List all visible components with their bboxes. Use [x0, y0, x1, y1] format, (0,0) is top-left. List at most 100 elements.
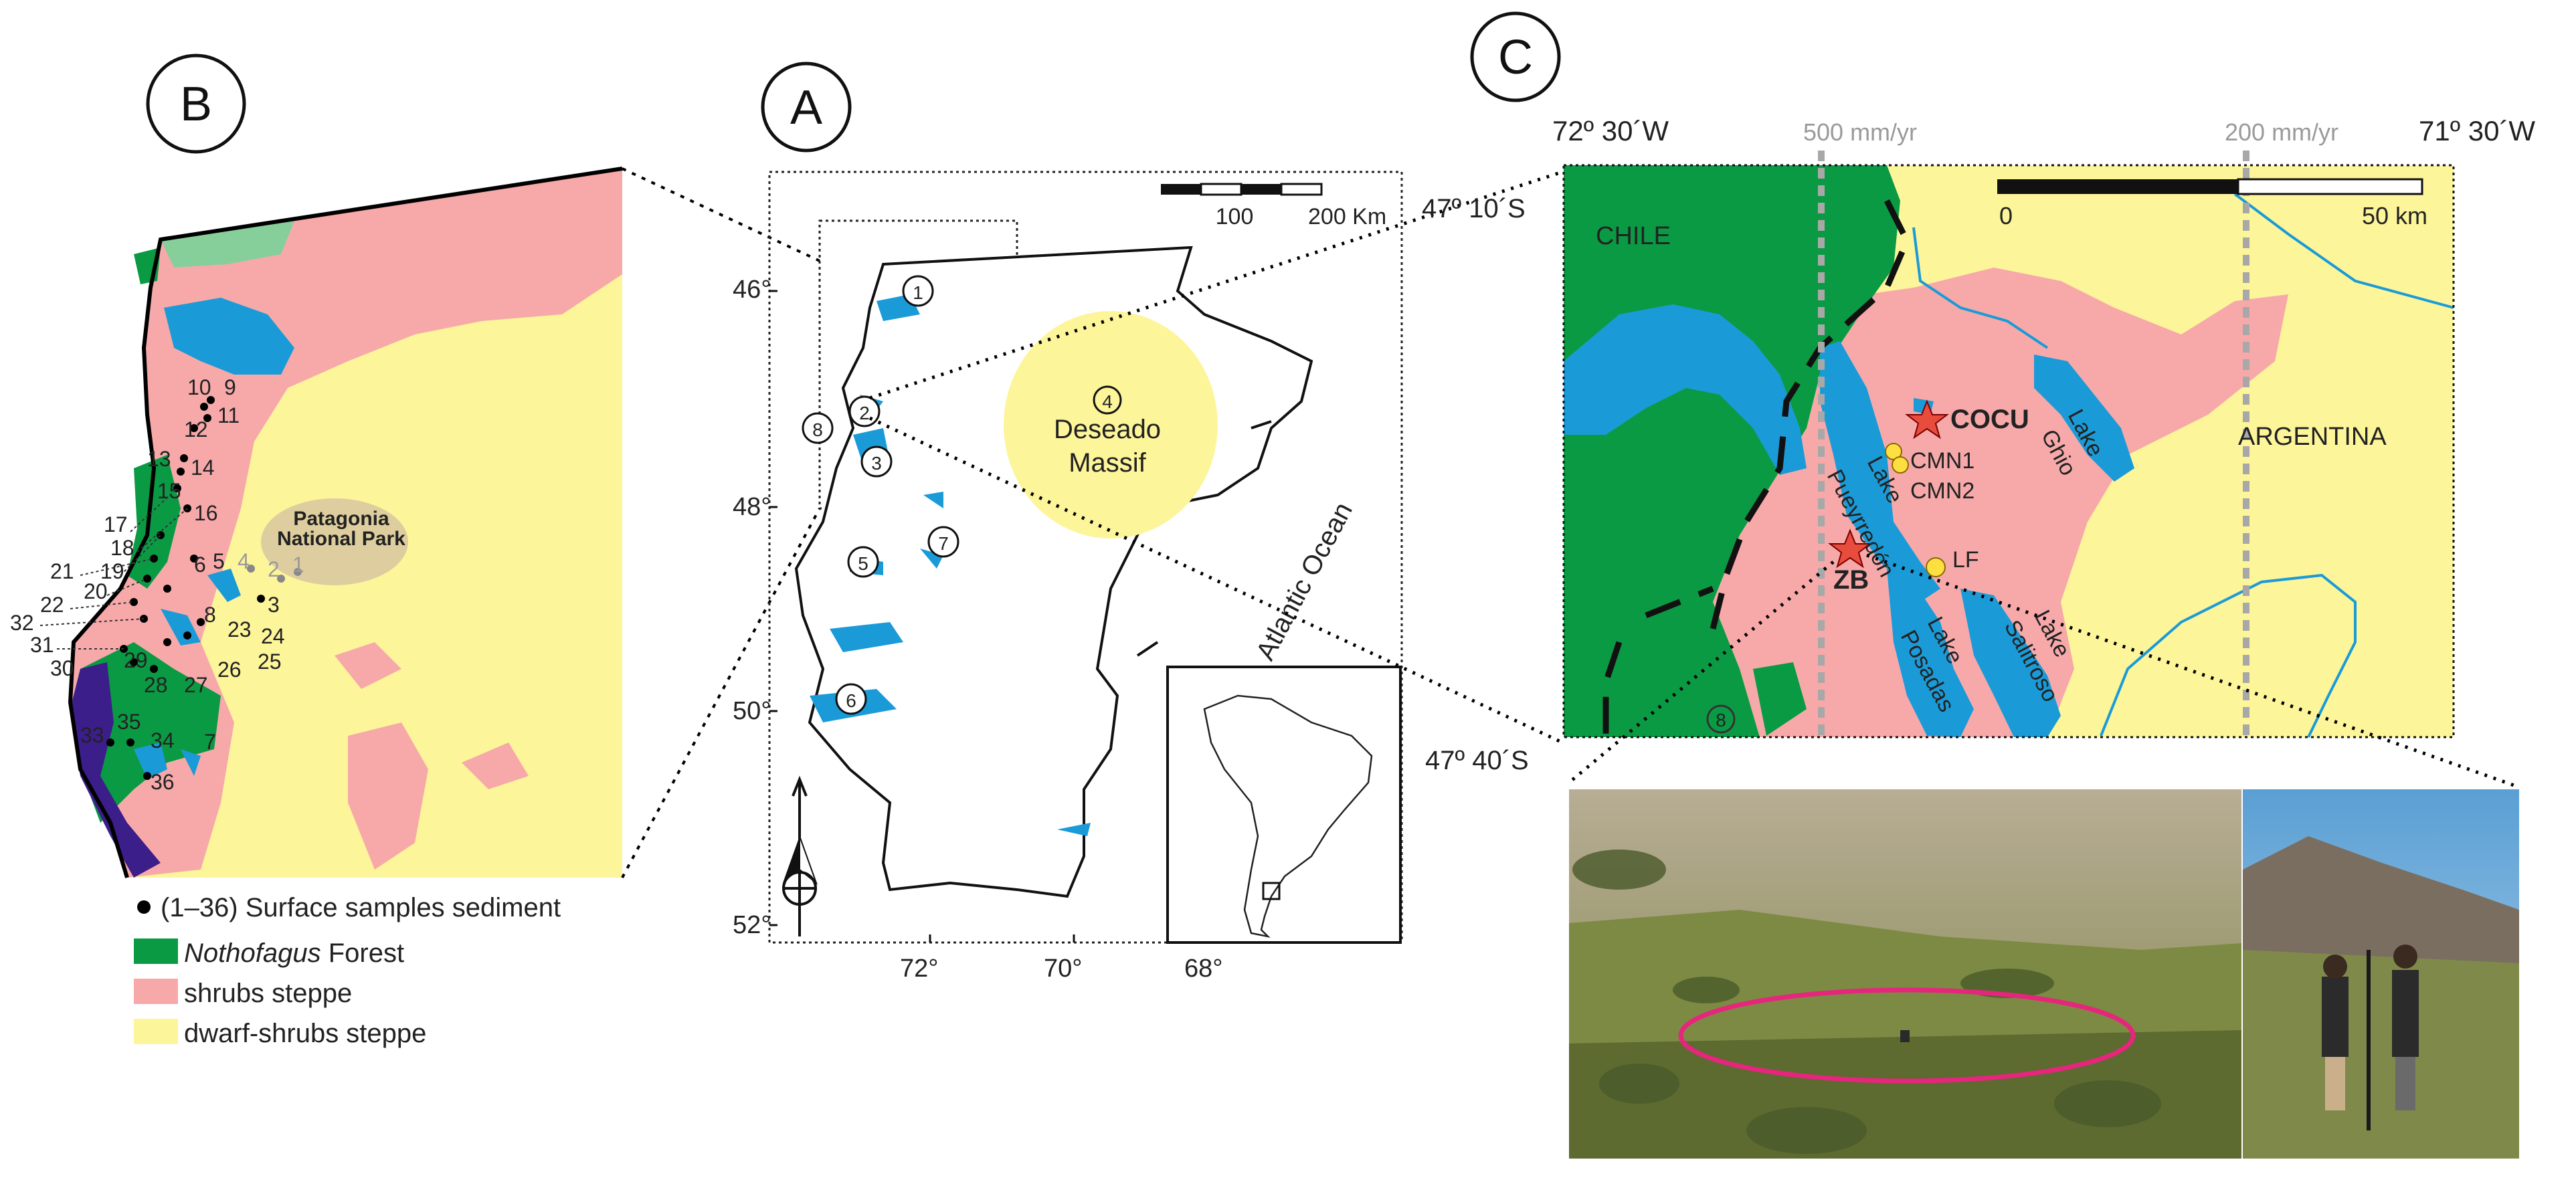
panel-c-isohyets [1818, 151, 2249, 737]
sample-label: 34 [151, 728, 175, 753]
zb-label: ZB [1833, 565, 1869, 595]
site-7-label: 7 [938, 533, 949, 554]
shrub [2054, 1080, 2161, 1127]
site-8-label: 8 [812, 419, 823, 440]
panel-a-sites: 1 2 3 8 5 7 6 [802, 275, 959, 715]
chile-label: CHILE [1596, 222, 1671, 250]
sample-dot [163, 638, 171, 646]
sample-label: 19 [100, 559, 124, 583]
panel-a-inset-box [818, 219, 1018, 510]
sample-label: 35 [117, 710, 141, 734]
panel-a-axis-labels: 46° 48° 50° 52° 72° 70° 68° [733, 276, 1222, 983]
sample-label: 36 [151, 770, 175, 794]
site-5-circle [847, 546, 879, 578]
panel-b-lake [134, 742, 167, 779]
border-line [1710, 199, 1910, 630]
leader-line [106, 578, 148, 596]
sample-label: 29 [124, 648, 148, 672]
person-2 [2392, 970, 2419, 1057]
cmn1-label: CMN1 [1910, 448, 1974, 474]
park-label-1: Patagonia [293, 508, 389, 530]
site-3-circle [860, 445, 893, 478]
sample-dot [163, 585, 171, 593]
river [2233, 193, 2454, 309]
shrub [1599, 1064, 1679, 1104]
sample-label: 22 [40, 593, 64, 617]
panel-c-lake-ghio [2034, 355, 2134, 482]
legend-dot-icon [137, 900, 151, 914]
panel-c-letter: C [1498, 31, 1533, 84]
border-line [1645, 585, 1714, 619]
corner-lon-right: 71º 30´W [2419, 115, 2535, 146]
panel-b-lake [164, 298, 294, 375]
site-8-circle [802, 412, 834, 444]
panel-a: A 4 Deseado Massif 1 [733, 62, 1403, 983]
photo-coring-people [2322, 945, 2419, 1130]
site-6-circle [835, 683, 867, 715]
deseado-massif [1004, 311, 1218, 538]
sample-label: 25 [258, 650, 282, 674]
panel-c-lake-salitroso [1960, 589, 2061, 737]
sample-dot [257, 595, 265, 603]
panel-b-gray-dots [247, 565, 302, 583]
leader-line [39, 618, 145, 626]
lat-46: 46° [733, 276, 771, 304]
sample-label: 11 [217, 403, 240, 427]
panel-c-rivers [1912, 193, 2454, 738]
leader-line [80, 558, 155, 576]
sample-label: 3 [268, 593, 280, 617]
sample-label: 7 [204, 730, 216, 754]
panel-c-lake-pueyrredon [1820, 341, 1940, 602]
river [1136, 641, 1159, 657]
sample-label: 32 [10, 611, 34, 635]
lake-6a [830, 622, 903, 652]
connector-b-a [621, 167, 821, 878]
north-arrow-icon [782, 775, 818, 936]
scale-label-100: 100 [1216, 204, 1254, 229]
legend-forest-swatch [134, 938, 178, 964]
panel-a-scale-bar: 100 200 Km [1161, 183, 1386, 229]
sample-dot [197, 618, 205, 626]
sample-dot [150, 665, 158, 673]
person-2-head [2393, 945, 2417, 969]
site-1-label: 1 [913, 282, 923, 303]
isohyet-200-label: 200 mm/yr [2225, 118, 2338, 146]
photo-shrubs [1572, 850, 2161, 1154]
lf-dot [1926, 557, 1946, 577]
legend-forest-genus: Nothofagus [184, 938, 321, 968]
photo-coring-ground [2243, 950, 2519, 1159]
sample-label: 23 [227, 617, 252, 641]
lat-48: 48° [733, 493, 771, 521]
panel-b-light-green [161, 221, 294, 268]
sample-label: 31 [30, 633, 54, 657]
sample-label: 15 [157, 479, 181, 503]
panel-c-lake-posadas [1887, 569, 1974, 737]
panel-b-coast-dark [70, 662, 161, 878]
panel-b-shrub-patch [462, 742, 529, 789]
north-arrow-head [792, 775, 808, 797]
lake-south [1057, 823, 1091, 836]
legend: (1–36) Surface samples sediment Nothofag… [134, 893, 561, 1048]
site-4-label: 4 [1102, 391, 1113, 412]
person-1 [2322, 977, 2349, 1057]
sample-dot [190, 424, 198, 432]
connector-line [868, 416, 1564, 745]
atlantic-ocean-label: Atlantic Ocean [1251, 498, 1358, 665]
panel-b-circle [146, 54, 246, 154]
panel-c-scale-white [2237, 178, 2423, 195]
photo-foreground [1569, 1030, 2241, 1159]
connector-line [621, 508, 821, 878]
cocu-label: COCU [1950, 405, 2029, 434]
sample-label: 10 [187, 375, 211, 399]
sample-label: 14 [191, 456, 215, 480]
sample-label: 2 [268, 557, 280, 581]
legend-samples: (1–36) Surface samples sediment [161, 893, 561, 922]
lon-72: 72° [900, 955, 938, 983]
sample-label: 17 [104, 512, 128, 536]
sample-label: 1 [292, 553, 304, 577]
sample-label: 28 [144, 673, 168, 697]
wetland-ellipse-highlight [1678, 987, 2136, 1084]
legend-forest-rest: Forest [321, 938, 404, 968]
scale-label-200: 200 Km [1308, 204, 1386, 229]
